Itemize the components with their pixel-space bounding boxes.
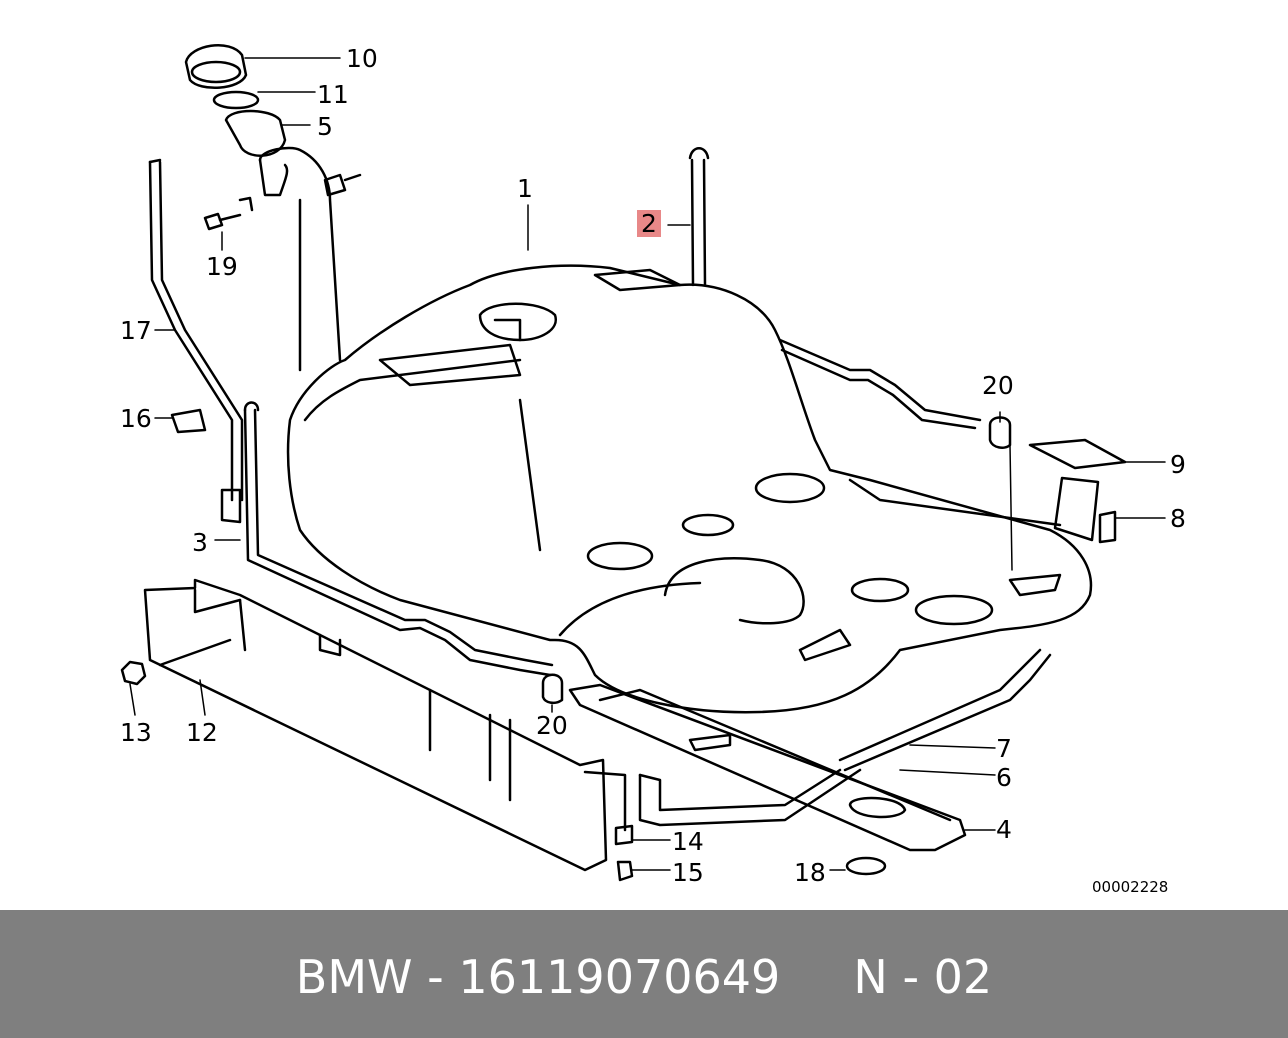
bolt-19 xyxy=(203,196,254,231)
footer-part-number: BMW - 16119070649 N - 02 xyxy=(295,950,993,1004)
callout-8: 8 xyxy=(1170,504,1186,533)
callout-18: 18 xyxy=(794,858,826,887)
callout-12: 12 xyxy=(186,718,218,747)
line-2 xyxy=(688,147,710,287)
bracket-8 xyxy=(1053,476,1100,542)
callout-2: 2 xyxy=(637,210,661,237)
screw-15 xyxy=(616,860,634,882)
callout-13: 13 xyxy=(120,718,152,747)
callout-14: 14 xyxy=(672,827,704,856)
leader-lines xyxy=(129,57,1166,871)
callout-17: 17 xyxy=(120,316,152,345)
callout-6: 6 xyxy=(996,763,1012,792)
callout-20-right: 20 xyxy=(982,371,1014,400)
line-3 xyxy=(243,401,554,677)
fuel-tank xyxy=(286,264,1093,714)
nut-13 xyxy=(120,660,147,686)
pipe-right xyxy=(778,338,982,422)
callout-19: 19 xyxy=(206,252,238,281)
heat-shield-12 xyxy=(143,578,608,872)
bracket-9 xyxy=(1028,438,1127,470)
fuel-tank-exploded-view xyxy=(120,44,1166,882)
parts-diagram: 1 2 3 4 5 6 7 8 9 10 11 12 13 14 15 16 1… xyxy=(120,44,1186,896)
callout-9: 9 xyxy=(1170,450,1186,479)
callout-7: 7 xyxy=(996,734,1012,763)
grommet-18 xyxy=(845,856,887,876)
callout-1: 1 xyxy=(517,174,533,203)
vent-line-17 xyxy=(148,158,244,524)
callout-20-left: 20 xyxy=(536,711,568,740)
callout-10: 10 xyxy=(346,44,378,73)
filler-neck xyxy=(258,146,362,372)
footer-bar: BMW - 16119070649 N - 02 xyxy=(0,910,1288,1038)
diagram-reference-number: 00002228 xyxy=(1092,878,1169,896)
callout-5: 5 xyxy=(317,112,333,141)
clip-16 xyxy=(170,408,207,434)
callout-4: 4 xyxy=(996,815,1012,844)
callout-16: 16 xyxy=(120,404,152,433)
callout-3: 3 xyxy=(192,528,208,557)
filler-cap-group xyxy=(184,44,287,157)
clip-14 xyxy=(614,824,634,846)
callout-15: 15 xyxy=(672,858,704,887)
callout-11: 11 xyxy=(317,80,349,109)
straps-6-7 xyxy=(638,648,1052,827)
clip-20-left xyxy=(541,673,564,705)
strap-4 xyxy=(568,683,967,852)
